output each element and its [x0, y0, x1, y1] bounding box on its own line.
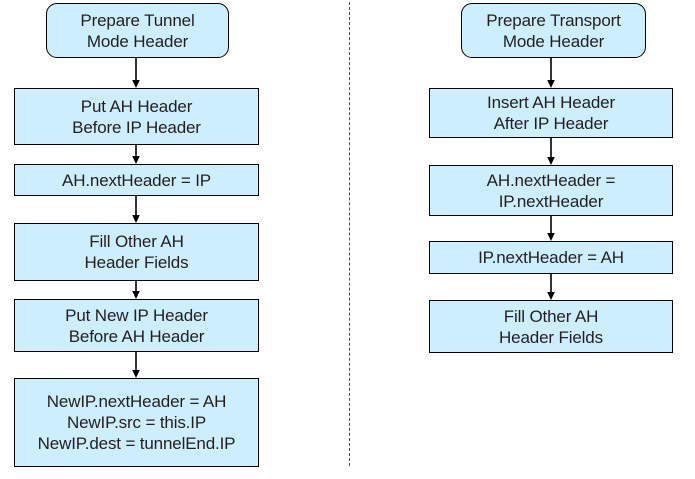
- flow-node-label: AH.nextHeader = IP: [62, 170, 211, 190]
- flow-node-label: AH.nextHeader =: [486, 170, 616, 190]
- flow-node-label: Before IP Header: [72, 117, 201, 137]
- flow-arrow: [130, 281, 142, 299]
- flow-node-tunnel-step-2[interactable]: AH.nextHeader = IP: [14, 164, 259, 196]
- flow-node-tunnel-step-5[interactable]: NewIP.nextHeader = AH NewIP.src = this.IP…: [14, 378, 259, 467]
- flow-node-label: IP.nextHeader = AH: [478, 248, 624, 267]
- flow-node-label: After IP Header: [493, 114, 609, 133]
- flow-node-label: NewIP.src = this.IP: [66, 413, 207, 432]
- flow-node-label: Mode Header: [502, 31, 605, 51]
- flow-node-transport-step-2[interactable]: AH.nextHeader =IP.nextHeader: [429, 165, 673, 216]
- column-divider: [349, 2, 350, 466]
- flow-node-label: Before AH Header: [68, 326, 205, 346]
- flow-arrow: [545, 274, 557, 300]
- flow-arrow: [130, 58, 142, 88]
- flow-arrow: [130, 196, 142, 223]
- flow-node-label: Fill Other AH: [503, 306, 599, 326]
- flow-arrow: [545, 58, 557, 88]
- flow-node-tunnel-step-3[interactable]: Fill Other AH Header Fields: [14, 223, 259, 281]
- flow-arrow: [545, 138, 557, 165]
- flow-node-label: Mode Header: [86, 31, 189, 51]
- flow-arrow: [545, 216, 557, 241]
- flow-node-label: Header Fields: [499, 327, 603, 347]
- flow-node-label: Prepare Tunnel: [80, 10, 195, 30]
- flow-node-label: Fill Other AH: [89, 232, 184, 251]
- flow-arrow: [130, 352, 142, 378]
- flow-node-label: Insert AH Header: [487, 93, 615, 112]
- flow-arrow: [130, 145, 142, 164]
- flow-node-label: NewIP.dest = tunnelEnd.IP: [37, 434, 236, 453]
- flow-node-label: NewIP.nextHeader = AH: [46, 392, 227, 411]
- flow-node-label: IP.nextHeader: [498, 191, 604, 211]
- flow-node-label: Put New IP Header: [65, 305, 208, 325]
- flow-node-transport-step-3[interactable]: IP.nextHeader = AH: [429, 241, 673, 274]
- flow-node-label: Put AH Header: [80, 96, 193, 116]
- flow-node-label: Header Fields: [84, 253, 189, 272]
- flow-node-label: Prepare Transport: [486, 10, 621, 30]
